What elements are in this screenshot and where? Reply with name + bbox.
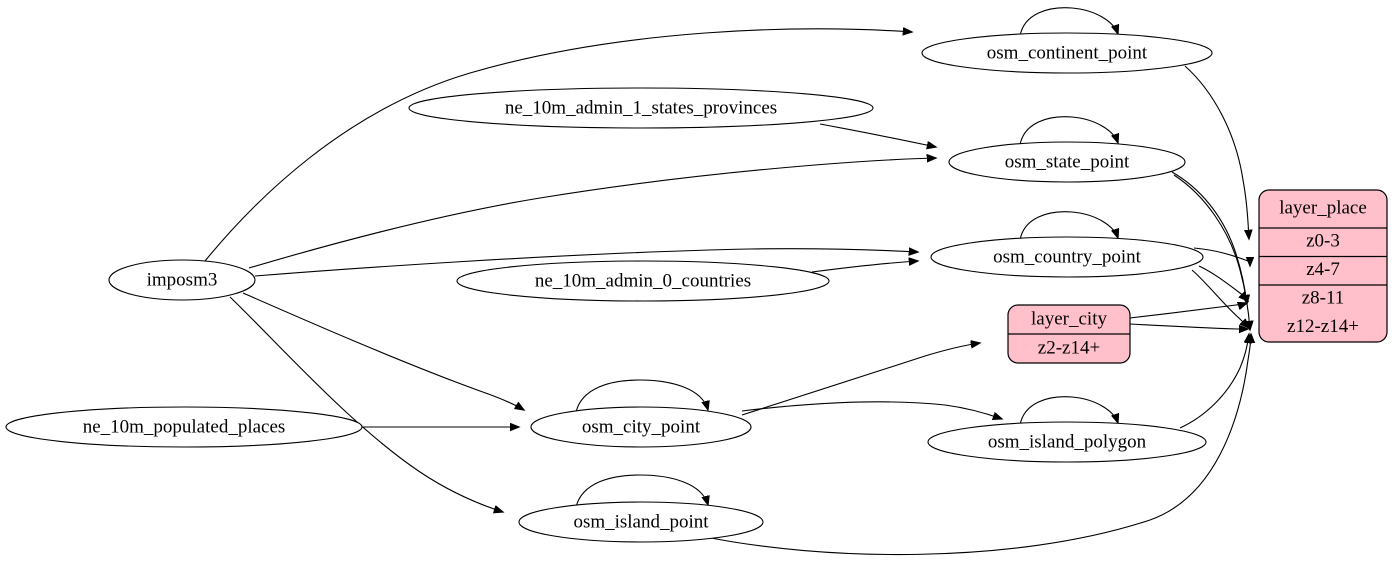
edge-imposm3-to-osm_country_point: [254, 249, 918, 277]
node-ne_10m_admin_0_countries[interactable]: ne_10m_admin_0_countries: [456, 260, 830, 302]
self-loop-osm_state_point: [1019, 116, 1118, 146]
record-node-layer_place[interactable]: layer_place z0-3 z4-7 z8-11: [1258, 189, 1388, 343]
self-loop-osm_island_polygon: [1019, 396, 1118, 426]
edge-osm_country_point-to-layer_place-z4-7: [1193, 247, 1250, 266]
edge-imposm3-to-osm_city_point: [242, 292, 524, 410]
edge-imposm3-to-osm_island_point: [229, 296, 503, 512]
node-osm_city_point[interactable]: osm_city_point: [530, 406, 752, 448]
node-osm_island_point[interactable]: osm_island_point: [518, 501, 764, 543]
edge-osm_island_polygon-to-layer_place-z12-z14: [1179, 334, 1249, 429]
edge-layer_city-to-layer_place-z8-11: [1129, 303, 1247, 319]
node-ne_10m_populated_places[interactable]: ne_10m_populated_places: [5, 406, 363, 448]
edge-osm_city_point-to-layer_city: [741, 343, 980, 416]
edge-osm_state_point-to-layer_place-z8-11: [1171, 171, 1247, 304]
node-imposm3[interactable]: imposm3: [108, 259, 256, 301]
edge-osm_state_point-to-layer_place-z12-z14: [1173, 174, 1250, 330]
self-loop-osm_country_point: [1019, 211, 1118, 241]
edge-imposm3-to-osm_continent_point: [204, 29, 912, 262]
edge-osm_continent_point-to-layer_place-z0-3: [1184, 65, 1249, 239]
edge-ne_admin1-to-osm_state_point: [819, 123, 936, 147]
edge-osm_city_point-to-osm_island_polygon: [741, 401, 1002, 419]
self-loop-osm_continent_point: [1019, 7, 1118, 37]
edge-imposm3-to-osm_state_point: [248, 158, 936, 269]
node-osm_island_polygon[interactable]: osm_island_polygon: [927, 421, 1207, 463]
node-osm_continent_point[interactable]: osm_continent_point: [921, 32, 1213, 74]
nodes-group: imposm3 ne_10m_admin_1_states_provinces …: [5, 32, 1388, 543]
node-ne_10m_admin_1_states_provinces[interactable]: ne_10m_admin_1_states_provinces: [408, 87, 874, 129]
record-node-layer_city[interactable]: layer_city z2-z14+: [1007, 304, 1131, 364]
edge-ne_admin0-to-osm_country_point: [811, 261, 918, 273]
edge-layer_city-to-layer_place-z12-z14: [1129, 323, 1248, 329]
node-osm_country_point[interactable]: osm_country_point: [930, 236, 1204, 278]
edges-group: [204, 7, 1251, 556]
edge-osm_country_point-to-layer_place-z8-11: [1198, 265, 1248, 301]
self-loop-osm_island_point: [575, 474, 708, 508]
edge-osm_island_point-to-layer_place-z12-z14: [705, 334, 1251, 556]
node-osm_state_point[interactable]: osm_state_point: [948, 141, 1186, 183]
self-loop-osm_city_point: [575, 379, 708, 413]
